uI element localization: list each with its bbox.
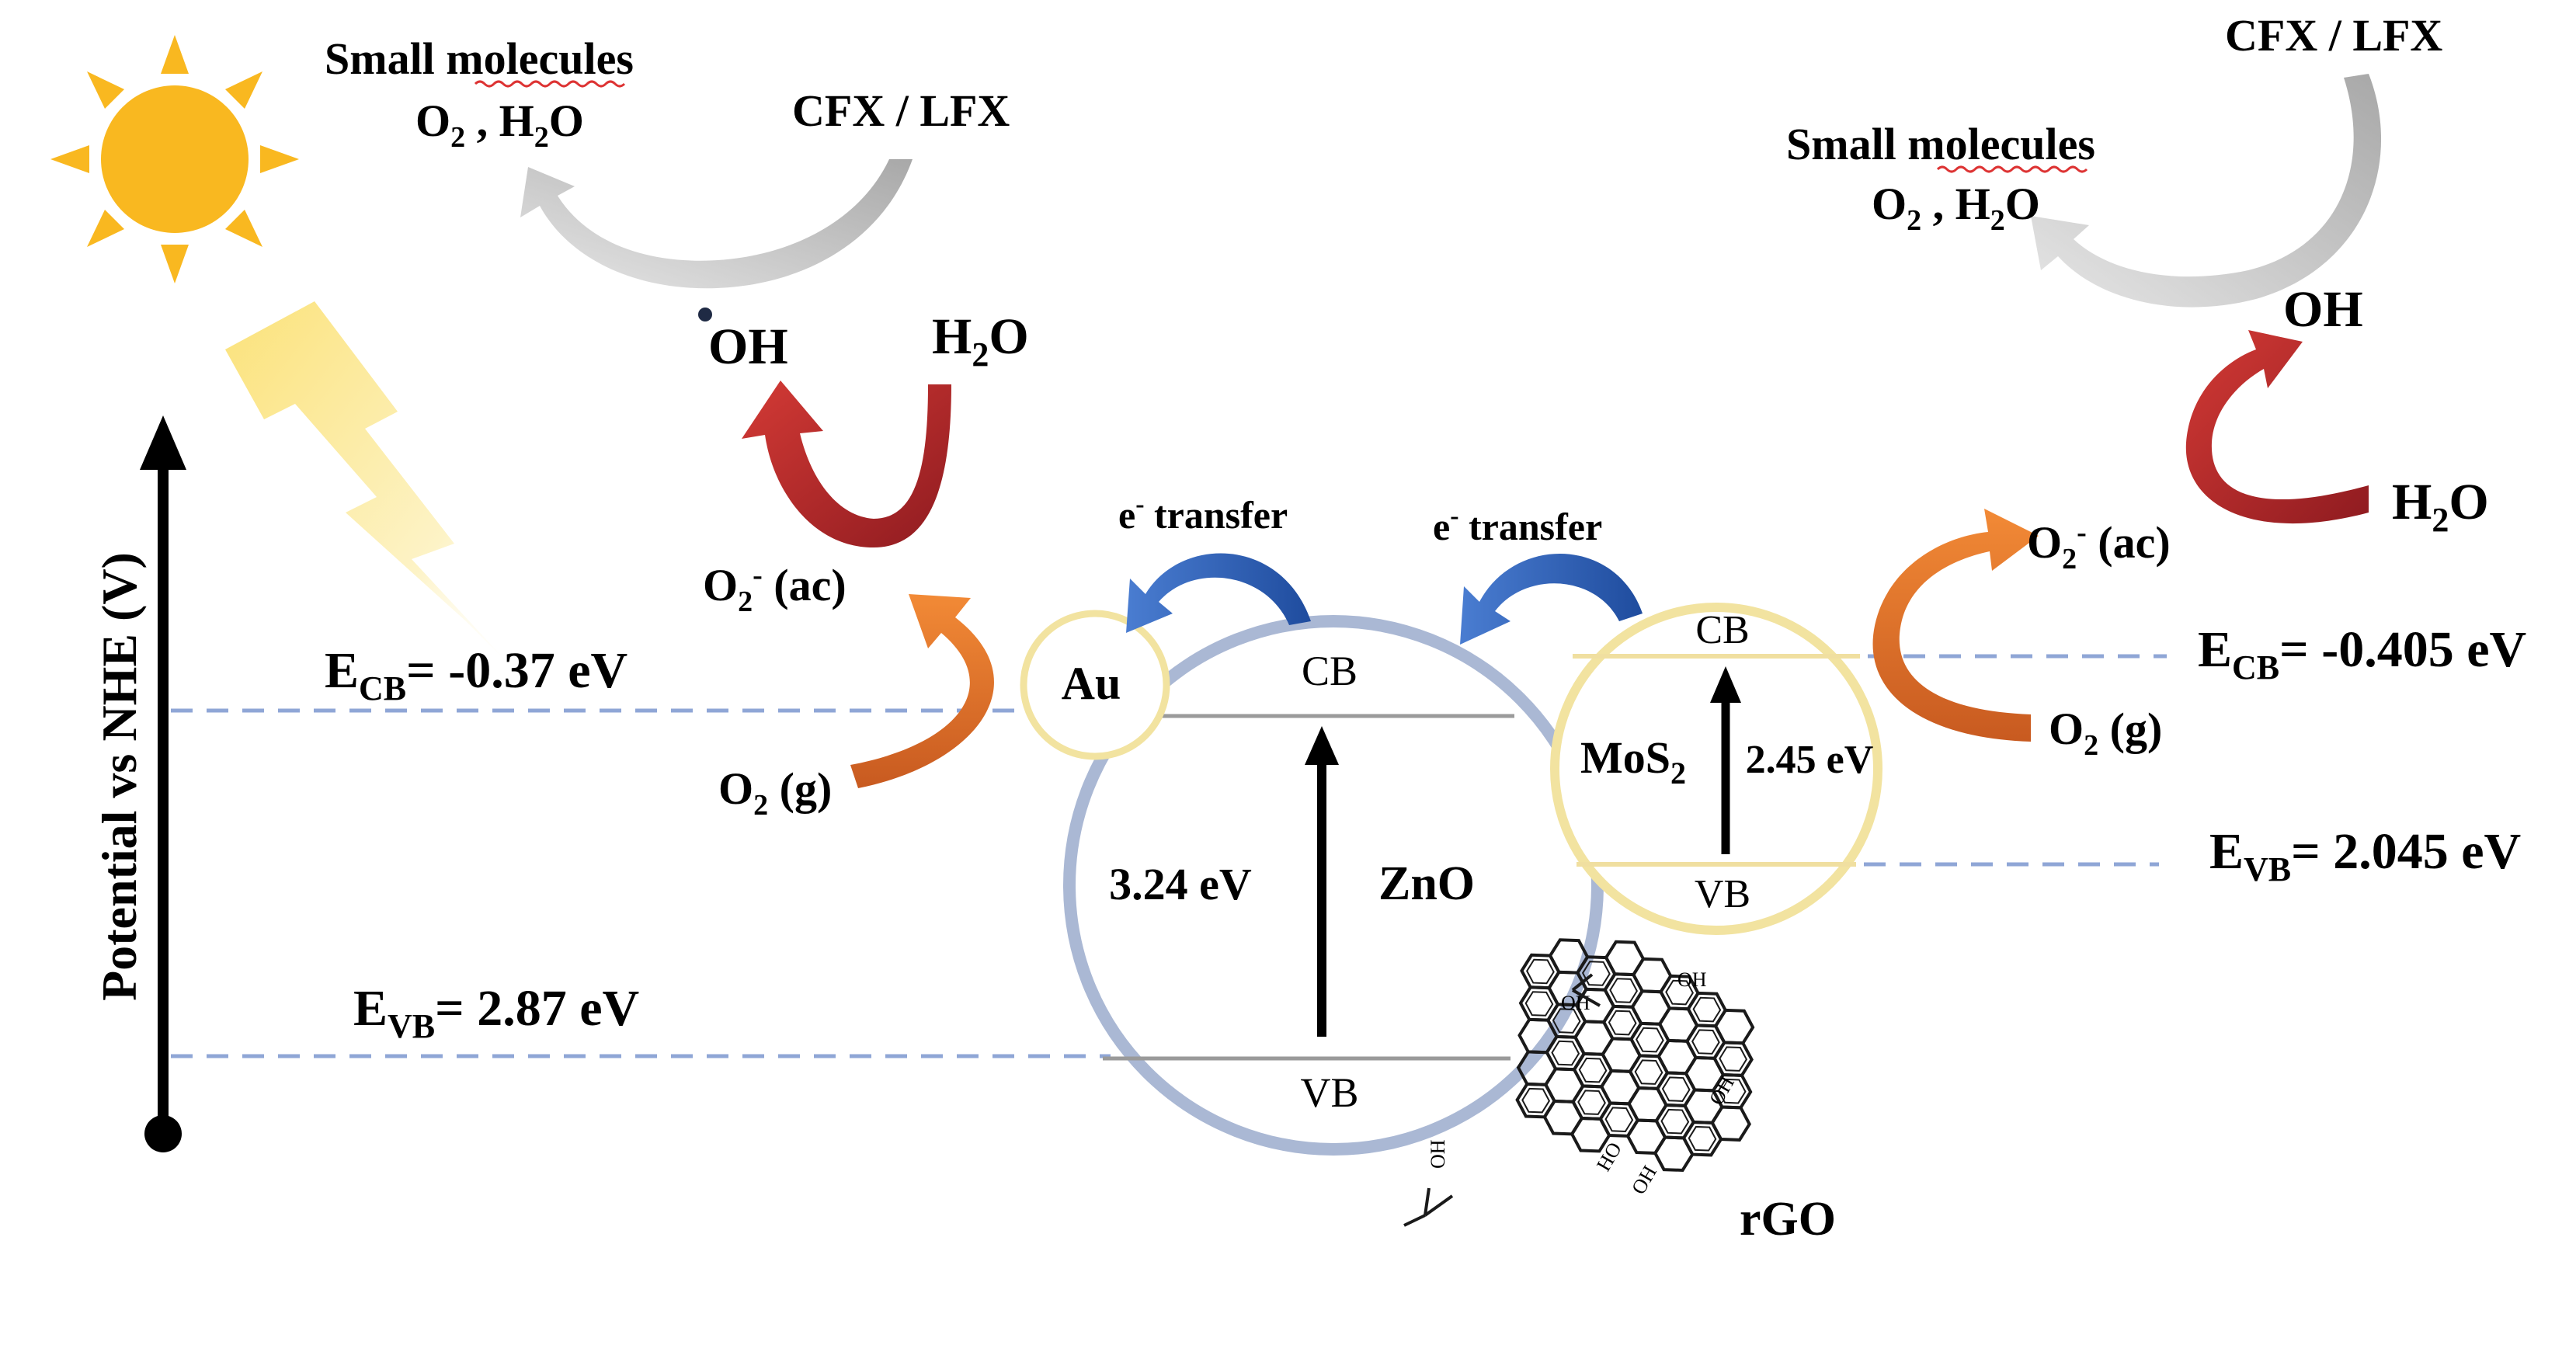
rgo-group-label: HO — [1592, 1138, 1626, 1175]
au-sphere — [1020, 610, 1170, 760]
right-spellcheck-underline — [1936, 165, 2088, 173]
rgo-aromatic-ring — [1521, 1087, 1551, 1114]
right-ecb-label: ECB= -0.405 eV — [2198, 621, 2526, 686]
rgo-label: rGO — [1740, 1193, 1836, 1246]
rgo-group-label: OH — [1677, 968, 1707, 991]
rgo-hexagon — [1681, 1120, 1723, 1157]
rgo-aromatic-ring — [1552, 1008, 1581, 1034]
zno-vb-label: VB — [1300, 1069, 1358, 1116]
left-h2o-label: H2O — [932, 308, 1029, 374]
right-evb-label: EVB= 2.045 eV — [2209, 823, 2521, 888]
zno-sphere — [1063, 615, 1604, 1156]
axis-label: Potential vs NHE (V) — [92, 552, 147, 1001]
rgo-aromatic-ring — [1692, 996, 1722, 1023]
left-oh-radical-dot — [698, 308, 712, 321]
right-small-molecules-label: Small molecules — [1786, 119, 2095, 169]
e-transfer-label-right: e- transfer — [1433, 502, 1602, 548]
right-o2-h2o-products-label: O2 , H2O — [1872, 179, 2040, 237]
rgo-aromatic-ring — [1636, 1027, 1664, 1053]
rgo-group-label: OH — [1427, 1139, 1449, 1169]
potential-axis — [140, 415, 186, 1152]
rgo-hexagon — [1710, 1105, 1751, 1142]
rgo-group-label: OH — [1561, 992, 1590, 1014]
left-degradation-arrow — [520, 159, 913, 289]
left-water-oxidation-arrow — [742, 381, 951, 547]
right-degradation-arrow — [2031, 74, 2382, 308]
rgo-side-chain — [1403, 973, 1601, 1227]
right-h2o-label: H2O — [2392, 474, 2489, 539]
left-small-molecules-label: Small molecules — [325, 33, 634, 84]
rgo-aromatic-ring — [1578, 1057, 1608, 1083]
left-oh-label: OH — [708, 318, 788, 375]
rgo-aromatic-ring — [1634, 1059, 1663, 1085]
left-o2-ac-label: O2- (ac) — [703, 559, 846, 618]
right-cfx-lfx-label: CFX / LFX — [2225, 10, 2442, 61]
light-bolt-icon — [225, 301, 513, 668]
rgo-aromatic-ring — [1688, 1125, 1717, 1152]
left-o2-g-label: O2 (g) — [718, 763, 832, 822]
e-transfer-arrow-right — [1460, 554, 1643, 645]
rgo-aromatic-ring — [1691, 1029, 1720, 1055]
rgo-aromatic-ring — [1526, 958, 1555, 985]
left-cfx-lfx-label: CFX / LFX — [792, 85, 1010, 136]
left-spellcheck-underline — [474, 80, 626, 88]
zno-gap-label: 3.24 eV — [1109, 859, 1252, 909]
e-transfer-label-left: e- transfer — [1118, 490, 1288, 537]
rgo-group-label: OH — [1627, 1162, 1661, 1198]
rgo-aromatic-ring — [1609, 978, 1638, 1003]
mos2-cb-label: CB — [1695, 608, 1749, 652]
rgo-hexagon — [1515, 1082, 1556, 1119]
mos2-sphere — [1550, 603, 1882, 935]
mos2-gap-label: 2.45 eV — [1746, 738, 1874, 782]
rgo-aromatic-ring — [1661, 1076, 1691, 1102]
mos2-name-label: MoS2 — [1580, 732, 1686, 791]
mos2-vb-label: VB — [1695, 872, 1750, 916]
rgo-aromatic-ring — [1581, 961, 1611, 986]
rgo-hexagon — [1598, 1101, 1640, 1138]
e-transfer-arrow-left — [1126, 553, 1311, 633]
sun-icon — [50, 35, 299, 283]
right-o2-g-label: O2 (g) — [2049, 704, 2162, 762]
left-evb-label: EVB= 2.87 eV — [353, 980, 639, 1045]
rgo-aromatic-ring — [1551, 1040, 1580, 1066]
au-label: Au — [1062, 658, 1121, 709]
rgo-aromatic-ring — [1717, 1078, 1747, 1104]
rgo-aromatic-ring — [1665, 979, 1694, 1006]
left-o2-reduction-arrow — [850, 594, 994, 788]
left-o2-h2o-products-label: O2 , H2O — [415, 96, 584, 154]
rgo-aromatic-ring — [1608, 1010, 1637, 1036]
right-oh-label: OH — [2283, 281, 2363, 338]
rgo-sheet — [1515, 938, 1755, 1172]
rgo-aromatic-ring — [1524, 991, 1554, 1017]
rgo-aromatic-ring — [1577, 1090, 1606, 1115]
zno-name-label: ZnO — [1378, 857, 1475, 910]
rgo-aromatic-ring — [1660, 1108, 1690, 1135]
rgo-aromatic-ring — [1604, 1107, 1634, 1133]
right-o2-ac-label: O2- (ac) — [2027, 516, 2171, 575]
rgo-aromatic-ring — [1719, 1046, 1748, 1072]
zno-cb-label: CB — [1302, 648, 1358, 694]
left-ecb-label: ECB= -0.37 eV — [325, 642, 627, 707]
right-o2-reduction-arrow — [1872, 509, 2039, 742]
right-water-oxidation-arrow — [2185, 330, 2369, 524]
